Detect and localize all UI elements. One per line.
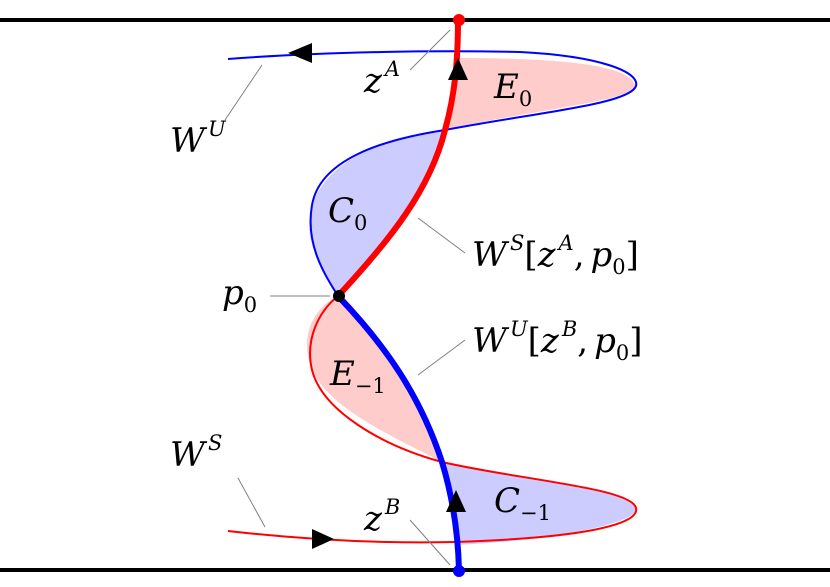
unstable-segment-zB-p0 [335, 293, 462, 571]
arrow-up-bottom-icon [446, 490, 466, 512]
stable-manifold-curve [227, 295, 638, 544]
lobe-Cm1 [442, 462, 637, 545]
unstable-manifold-curve [227, 50, 638, 297]
leader-WUseg [417, 339, 466, 376]
arrow-left-WU-icon [288, 43, 312, 63]
leader-WS [237, 477, 266, 528]
lobe-E0 [445, 20, 636, 130]
label-p0: p0 [222, 273, 257, 317]
arrow-up-top-icon [448, 58, 468, 80]
point-zA [453, 14, 465, 26]
lobe-Em1 [307, 296, 442, 462]
point-zB [453, 565, 465, 577]
arrow-right-WS-icon [312, 529, 334, 549]
point-p0 [333, 290, 345, 302]
leader-WSseg [417, 217, 466, 254]
leader-zA [409, 29, 451, 71]
lobe-C0 [309, 130, 445, 296]
leader-zB [409, 519, 451, 566]
label-E0: E0 [493, 67, 532, 111]
label-Cm1: C−1 [494, 481, 551, 525]
label-Em1: E−1 [329, 354, 386, 398]
label-C0: C0 [328, 191, 367, 235]
leader-WU [224, 64, 263, 121]
